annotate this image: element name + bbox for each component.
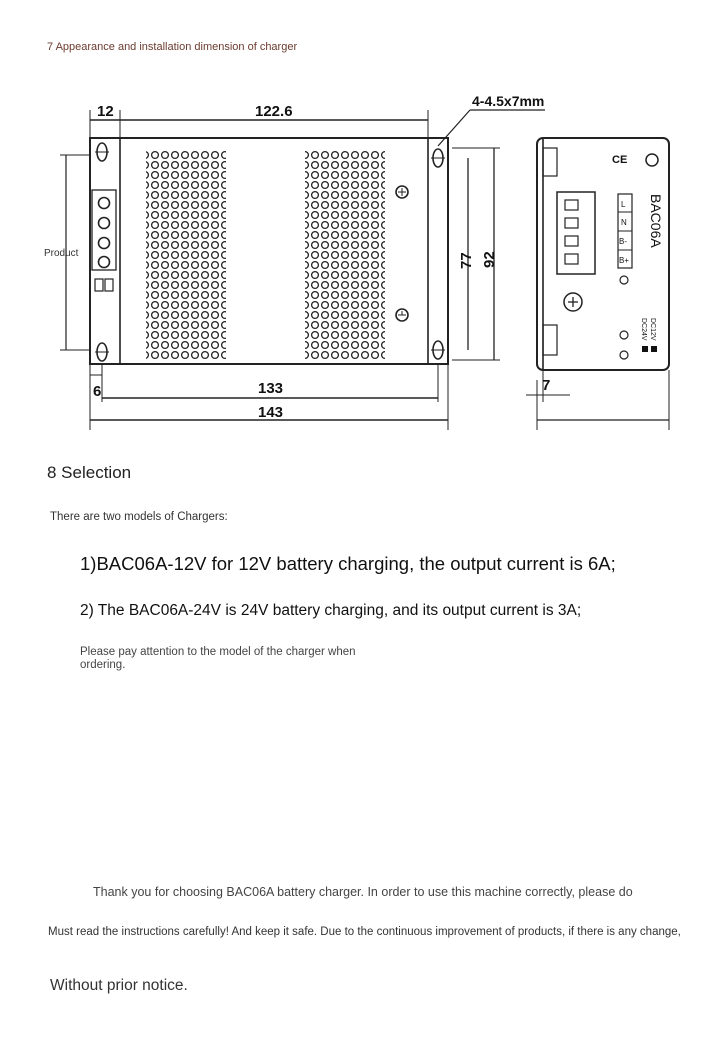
product-label: Product — [44, 248, 79, 259]
dim-133: 133 — [258, 380, 283, 397]
dim-7: 7 — [542, 377, 550, 394]
dim-holes: 4-4.5x7mm — [472, 93, 544, 109]
thank-you-text: Thank you for choosing BAC06A battery ch… — [93, 885, 633, 899]
ordering-note: Please pay attention to the model of the… — [80, 646, 356, 671]
dc24-label: DC24V — [640, 318, 647, 341]
dimension-drawing: 12 122.6 4-4.5x7mm 77 92 6 — [60, 93, 670, 430]
dim-12: 12 — [97, 103, 114, 120]
terminal-n: N — [621, 218, 627, 227]
ce-mark: CE — [612, 154, 627, 166]
must-read-text: Must read the instructions carefully! An… — [48, 926, 681, 938]
terminal-l: L — [621, 200, 626, 209]
dim-92: 92 — [481, 251, 498, 268]
dim-143: 143 — [258, 404, 283, 421]
dim-6: 6 — [93, 383, 101, 400]
model-12v-line: 1)BAC06A-12V for 12V battery charging, t… — [80, 553, 616, 574]
notice-text: Without prior notice. — [50, 977, 188, 994]
side-model-label: BAC06A — [648, 194, 664, 248]
model-24v-line: 2) The BAC06A-24V is 24V battery chargin… — [80, 602, 582, 619]
dc12-label: DC12V — [649, 318, 656, 341]
dim-122-6: 122.6 — [255, 103, 293, 120]
models-intro: There are two models of Chargers: — [50, 511, 228, 523]
section-8-title: 8 Selection — [47, 463, 132, 482]
section-7-title: 7 Appearance and installation dimension … — [47, 41, 298, 53]
dim-77: 77 — [458, 252, 475, 269]
terminal-b-minus: B- — [619, 237, 627, 246]
terminal-b-plus: B+ — [619, 256, 629, 265]
